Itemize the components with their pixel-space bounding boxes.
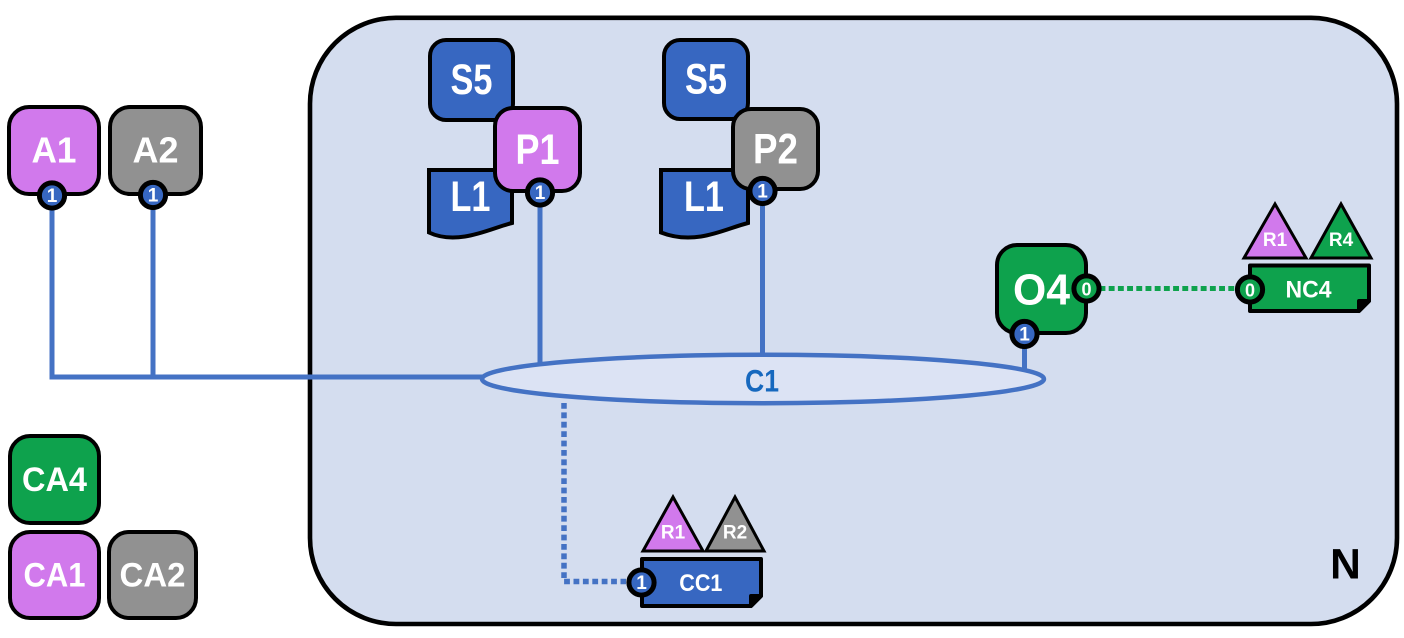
svg-text:L1: L1 — [684, 173, 724, 221]
svg-text:R2: R2 — [723, 523, 747, 544]
svg-text:0: 0 — [1081, 280, 1091, 300]
svg-text:1: 1 — [636, 573, 647, 594]
svg-text:1: 1 — [47, 186, 58, 207]
svg-text:1: 1 — [757, 182, 768, 203]
svg-text:NC4: NC4 — [1286, 277, 1332, 304]
svg-text:O4: O4 — [1013, 266, 1071, 315]
svg-text:P1: P1 — [516, 126, 560, 174]
svg-text:L1: L1 — [451, 173, 491, 221]
svg-text:1: 1 — [148, 186, 159, 207]
svg-text:A2: A2 — [133, 130, 179, 171]
svg-text:N: N — [1330, 542, 1361, 589]
svg-text:R1: R1 — [661, 523, 686, 544]
svg-text:R1: R1 — [1263, 230, 1288, 251]
svg-text:CA4: CA4 — [22, 461, 87, 499]
svg-text:0: 0 — [1245, 281, 1255, 301]
svg-text:A1: A1 — [32, 130, 77, 171]
svg-text:CA2: CA2 — [120, 557, 186, 595]
svg-text:S5: S5 — [451, 56, 493, 104]
svg-text:1: 1 — [1019, 325, 1030, 346]
svg-text:CA1: CA1 — [24, 557, 86, 595]
svg-text:R4: R4 — [1329, 230, 1354, 251]
svg-text:C1: C1 — [745, 363, 779, 399]
svg-text:P2: P2 — [753, 126, 798, 174]
svg-text:S5: S5 — [685, 56, 727, 104]
svg-text:1: 1 — [535, 183, 546, 204]
svg-text:CC1: CC1 — [679, 570, 722, 597]
